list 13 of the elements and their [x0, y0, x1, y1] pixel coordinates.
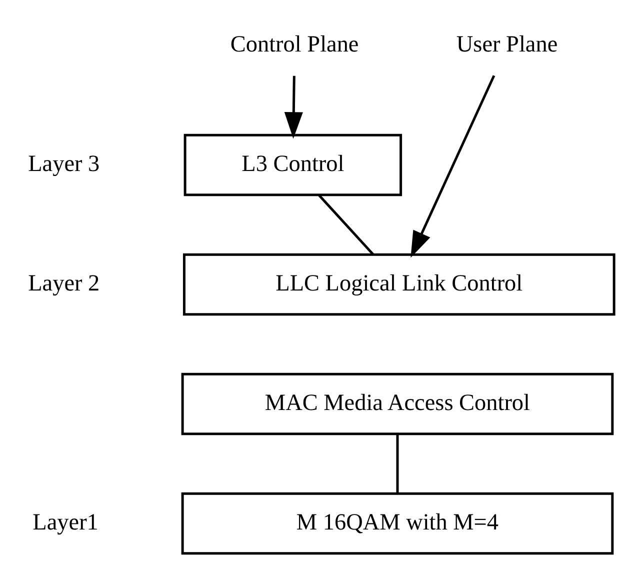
connector	[396, 434, 399, 493]
node-box: M 16QAM with M=4	[181, 492, 614, 554]
label: Layer 2	[28, 270, 100, 296]
label: Layer1	[32, 509, 98, 536]
node-text: User Plane	[456, 31, 558, 58]
connector	[318, 194, 374, 255]
arrow	[410, 74, 496, 258]
label: Layer 3	[28, 150, 100, 177]
node-box: LLC Logical Link Control	[182, 252, 616, 316]
node-box: L3 Control	[184, 133, 402, 196]
node-box: MAC Media Access Control	[181, 372, 614, 435]
arrow	[284, 75, 303, 138]
node-text: Control Plane	[230, 31, 359, 58]
